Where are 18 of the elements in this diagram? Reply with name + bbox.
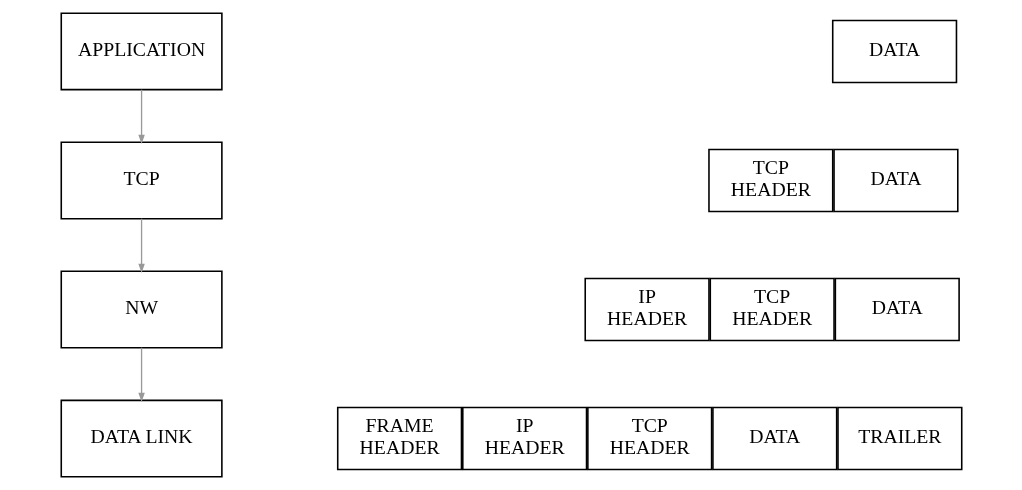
node-box: DATA (834, 277, 960, 342)
node-box: IP HEADER (461, 406, 587, 471)
node-box: NW (60, 270, 223, 349)
node-box: TCP (60, 141, 223, 220)
node-box: TCP HEADER (707, 148, 833, 213)
node-box: TRAILER (836, 406, 962, 471)
arrow (137, 347, 145, 403)
node-box: DATA (831, 19, 957, 84)
node-box: TCP HEADER (586, 406, 712, 471)
arrow (137, 89, 145, 144)
node-box: DATA LINK (60, 399, 223, 478)
node-box: TCP HEADER (709, 277, 835, 342)
node-box: DATA (832, 148, 959, 213)
arrow (137, 218, 145, 274)
node-box: IP HEADER (583, 277, 710, 342)
node-box: APPLICATION (60, 12, 223, 91)
node-box: FRAME HEADER (336, 406, 462, 471)
node-box: DATA (711, 406, 837, 471)
